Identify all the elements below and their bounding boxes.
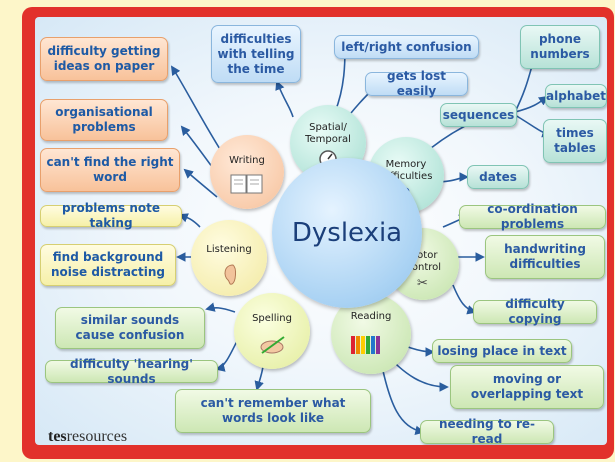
item-handwriting: handwriting difficulties — [485, 235, 605, 279]
line-spelling-1 — [205, 302, 236, 313]
category-spelling: Spelling — [234, 293, 310, 369]
tes-logo: tesresources — [48, 428, 127, 446]
category-writing: Writing — [210, 135, 284, 209]
item-sequences: sequences — [440, 103, 517, 127]
center-dyslexia: Dyslexia — [272, 158, 422, 308]
item-alphabet: alphabet — [545, 84, 607, 108]
item-moving-text: moving or overlapping text — [450, 365, 604, 409]
line-writing-3 — [183, 168, 218, 198]
category-writing-label: Writing — [229, 155, 265, 166]
category-listening: Listening — [191, 220, 267, 296]
item-cant-remember-words: can't remember what words look like — [175, 389, 371, 433]
center-title: Dyslexia — [291, 218, 403, 248]
category-reading-label: Reading — [350, 311, 392, 322]
item-losing-place: losing place in text — [432, 339, 572, 363]
logo-suffix: resources — [66, 428, 128, 445]
mind-map-panel: difficulty getting ideas on paper organi… — [35, 17, 607, 445]
item-coordination: co-ordination problems — [459, 202, 606, 231]
item-background-noise: find background noise distracting — [40, 244, 176, 286]
category-spelling-label: Spelling — [252, 313, 292, 324]
item-problems-note-taking: problems note taking — [40, 201, 182, 230]
item-needing-reread: needing to re-read — [420, 417, 554, 445]
item-dates: dates — [467, 165, 529, 189]
item-times-tables: times tables — [543, 119, 607, 163]
category-memory-label: Memory Difficulties — [379, 159, 433, 182]
book-icon — [230, 174, 263, 194]
item-gets-lost: gets lost easily — [365, 69, 468, 98]
item-hearing-sounds: difficulty 'hearing' sounds — [45, 357, 218, 386]
item-phone-numbers: phone numbers — [520, 25, 600, 69]
category-spatial-label: Spatial/ Temporal — [305, 122, 351, 145]
crayons-icon — [351, 336, 380, 354]
item-left-right: left/right confusion — [334, 35, 479, 59]
hand-writing-icon — [260, 336, 285, 354]
category-listening-label: Listening — [206, 244, 252, 255]
logo-brand: tes — [48, 428, 67, 445]
scissors-icon: ✂ — [417, 276, 428, 291]
line-motor-3 — [452, 284, 477, 315]
item-difficulty-copying: difficulty copying — [473, 297, 597, 326]
item-cant-find-word: can't find the right word — [40, 148, 180, 192]
item-organisational-problems: organisational problems — [40, 99, 168, 141]
line-spatial-1 — [275, 80, 294, 118]
item-telling-time: difficulties with telling the time — [211, 25, 301, 83]
line-listening-1 — [178, 213, 201, 228]
connector-lines — [170, 45, 552, 436]
item-similar-sounds: similar sounds cause confusion — [55, 307, 205, 349]
category-motor-label: Motor Control — [404, 250, 442, 273]
item-difficulty-getting-ideas: difficulty getting ideas on paper — [40, 37, 168, 81]
line-memory-3 — [514, 95, 549, 113]
ear-icon — [224, 264, 236, 285]
